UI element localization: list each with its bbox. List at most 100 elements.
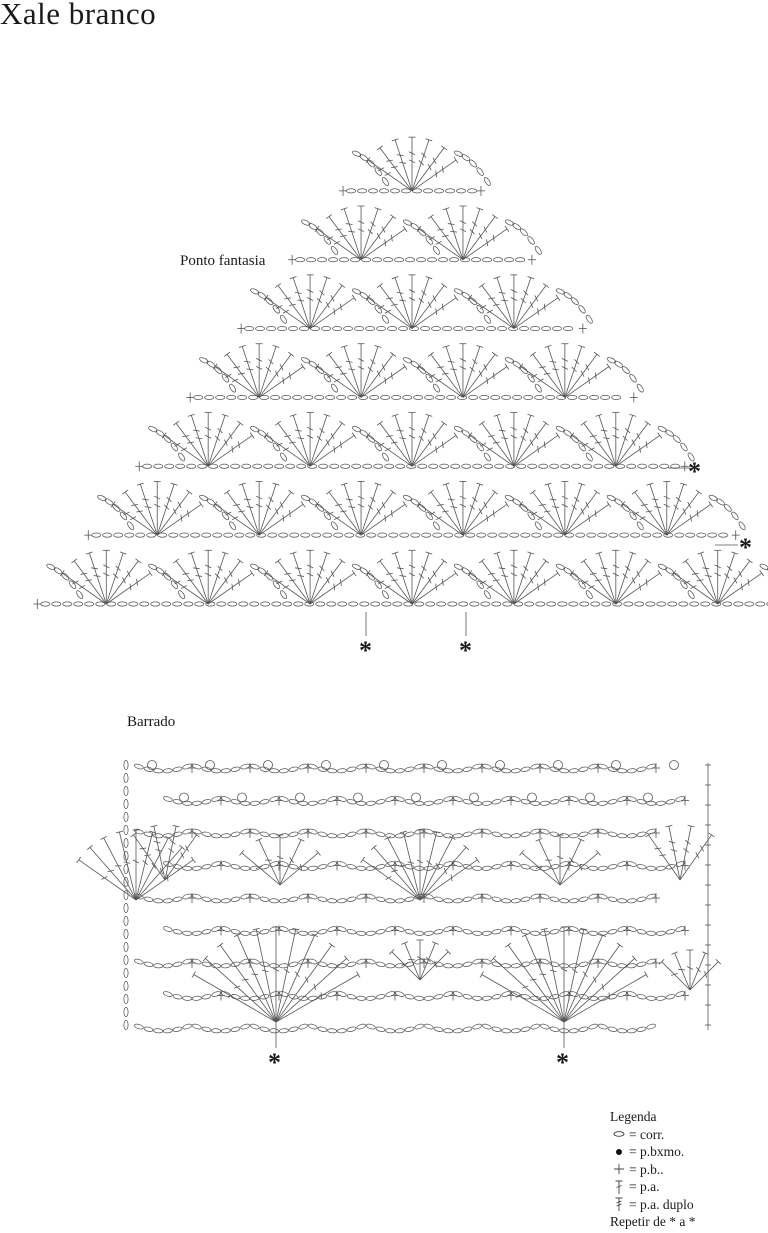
double-crochet-stitch	[343, 346, 362, 398]
double-crochet-stitch	[411, 552, 430, 605]
stitch-cross-bar	[421, 152, 427, 158]
chain-stitch	[366, 958, 376, 965]
stitch-cross-bar	[492, 234, 495, 242]
stitch-top-bar	[453, 432, 459, 439]
chain-stitch	[323, 373, 331, 383]
double-crochet-stitch	[419, 847, 467, 901]
stitch-cross-bar	[276, 305, 283, 309]
stitch-cross-bar	[571, 968, 578, 974]
chain-stitch	[123, 773, 129, 783]
stitch-cross-bar	[714, 572, 721, 577]
chain-stitch	[445, 188, 456, 194]
stitch-cross-bar	[294, 429, 302, 432]
chain-stitch	[178, 452, 186, 462]
stitch-cross-bar	[645, 510, 653, 513]
stitch-top-bar	[599, 933, 607, 938]
stitch-cross-bar	[357, 366, 365, 370]
stitch-cross-bar	[282, 514, 285, 522]
chain-stitch	[395, 463, 406, 469]
stitch-top-bar	[644, 971, 649, 978]
chain-stitch	[483, 463, 494, 469]
chain-stitch	[443, 768, 454, 774]
chain-stitch	[123, 760, 129, 770]
stitch-top-bar	[425, 276, 433, 280]
chain-stitch	[404, 864, 415, 870]
stitch-cross-bar	[91, 567, 98, 570]
stitch-cross-bar	[724, 573, 730, 579]
stitch-top-bar	[272, 344, 280, 348]
stitch-top-bar	[224, 351, 231, 357]
chain-stitch	[230, 831, 241, 837]
stitch-top-bar	[289, 276, 297, 280]
chain-stitch	[191, 865, 202, 871]
stitch-top-bar	[388, 948, 395, 955]
chain-stitch	[582, 463, 593, 469]
stitch-cross-bar	[472, 359, 478, 365]
stitch-cross-bar	[103, 572, 110, 577]
chain-stitch	[288, 961, 299, 967]
stitch-cross-bar	[579, 863, 583, 871]
chain-stitch	[394, 768, 405, 774]
chain-stitch	[265, 572, 274, 581]
stitch-cross-bar	[435, 516, 442, 521]
double-crochet-stitch	[343, 208, 362, 260]
chain-stitch	[674, 532, 685, 538]
stitch-cross-bar	[289, 441, 296, 444]
double-crochet-stitch	[275, 935, 316, 1023]
stitch-cross-bar	[238, 510, 245, 513]
double-crochet-stitch	[133, 834, 166, 881]
stitch-cross-bar	[390, 579, 398, 582]
chain-stitch	[656, 601, 667, 607]
stitch-cross-bar	[429, 236, 436, 241]
chain-stitch	[629, 511, 637, 521]
double-crochet-stitch	[360, 354, 394, 398]
chain-stitch	[192, 958, 202, 965]
double-crochet-stitch	[411, 422, 445, 467]
double-crochet-stitch	[328, 354, 362, 398]
stitch-top-bar	[274, 558, 282, 564]
chain-stitch	[468, 572, 477, 581]
stitch-cross-bar	[427, 439, 432, 446]
stitch-cross-bar	[478, 232, 483, 240]
stitch-cross-bar	[426, 860, 432, 866]
chain-stitch	[367, 159, 376, 168]
stitch-cross-bar	[603, 575, 610, 577]
chain-stitch	[432, 383, 440, 393]
stitch-cross-bar	[241, 978, 249, 981]
stitch-top-bar	[577, 837, 585, 842]
double-crochet-stitch	[513, 572, 559, 605]
chain-stitch	[298, 930, 309, 936]
chain-stitch	[73, 601, 84, 607]
chain-stitch	[95, 601, 106, 607]
chain-stitch	[520, 831, 531, 837]
stitch-cross-bar	[306, 572, 314, 577]
double-crochet-stitch	[360, 366, 406, 398]
chain-stitch	[327, 861, 337, 867]
chain-stitch	[406, 463, 417, 469]
picot	[179, 792, 189, 803]
stitch-top-bar	[657, 432, 663, 439]
stitch-cross-bar	[238, 579, 240, 586]
chain-stitch	[600, 394, 611, 400]
stitch-top-bar	[292, 927, 300, 931]
chain-stitch	[549, 961, 560, 967]
stitch-top-bar	[255, 837, 263, 842]
stitch-cross-bar	[640, 504, 648, 506]
chain-stitch	[689, 601, 700, 607]
chain-stitch	[452, 833, 463, 839]
stitch-cross-bar	[561, 503, 569, 508]
chain-stitch	[330, 383, 338, 393]
chain-stitch	[153, 768, 164, 774]
chain-stitch	[162, 898, 173, 904]
chain-stitch	[333, 532, 344, 538]
chain-stitch	[365, 865, 376, 871]
stitch-cross-bar	[447, 498, 455, 501]
stitch-top-bar	[300, 501, 306, 508]
stitch-top-bar	[391, 138, 399, 142]
stitch-top-bar	[339, 420, 346, 426]
chain-stitch	[327, 926, 337, 932]
chain-stitch	[501, 394, 512, 400]
chain-stitch	[123, 994, 129, 1004]
stitch-cross-bar	[396, 292, 404, 294]
chain-stitch	[211, 768, 222, 774]
